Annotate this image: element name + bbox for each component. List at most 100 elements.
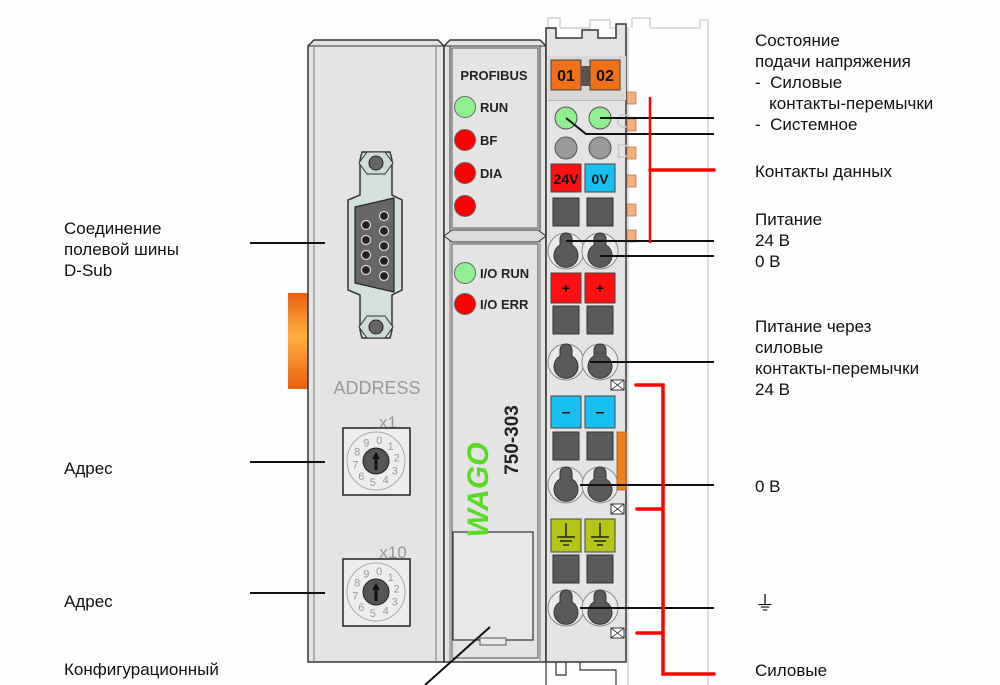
marker-plus-2: + (584, 272, 616, 304)
dial-digit: 9 (363, 568, 369, 580)
led-dia: DIA (454, 162, 503, 184)
dial-digit: 5 (370, 477, 376, 489)
dsub-connector[interactable] (347, 151, 403, 339)
marker-plus-1: + (550, 272, 582, 304)
marker-0v: 0V (584, 163, 616, 193)
data-contact-pad (626, 174, 637, 188)
wago-logo: WAGO (462, 443, 495, 538)
dsub-pin (378, 210, 390, 222)
led-i-o-run: I/O RUN (454, 262, 529, 284)
data-contact-pad (626, 118, 637, 132)
dial-digit: 6 (358, 471, 364, 483)
svg-text:I/O ERR: I/O ERR (480, 297, 529, 312)
svg-text:RUN: RUN (480, 100, 508, 115)
marker-24v: 24V (550, 163, 582, 193)
data-contact-pad (626, 203, 637, 217)
dial-digit: 7 (352, 459, 358, 471)
wire-entry-hole[interactable] (547, 232, 585, 270)
svg-text:BF: BF (480, 133, 497, 148)
wire-entry-hole[interactable] (547, 466, 585, 504)
dial-digit: 0 (376, 435, 382, 447)
svg-text:01: 01 (557, 68, 575, 85)
dsub-pin (378, 270, 390, 282)
dsub-pin (360, 219, 372, 231)
label-config-interface: Конфигурационный (64, 660, 219, 679)
dial-digit: 2 (394, 453, 400, 465)
led-i-o-err: I/O ERR (454, 293, 529, 315)
power-led-b (554, 136, 578, 160)
svg-text:DIA: DIA (480, 166, 503, 181)
label-address-x1: Адрес (64, 459, 113, 478)
dial-digit: 4 (383, 606, 389, 618)
power-led-d (588, 136, 612, 160)
release-slots (552, 197, 614, 584)
label-fieldbus-dsub: Соединение полевой шины D-Sub (64, 219, 179, 280)
dial-digit: 8 (354, 578, 360, 590)
label-data-contacts: Контакты данных (755, 162, 893, 181)
dial-digit: 3 (392, 465, 398, 477)
red-brackets (634, 96, 716, 676)
ground-symbol-icon: ⏚ (755, 593, 775, 615)
svg-text:+: + (562, 280, 570, 296)
svg-text:–: – (596, 404, 605, 421)
dsub-pin (360, 234, 372, 246)
dial-digit: 1 (388, 572, 394, 584)
wire-entry-hole[interactable] (547, 589, 585, 627)
coupler-housing (307, 39, 547, 663)
label-supply: Питание 24 В 0 В (755, 210, 823, 271)
power-jumper-contact (616, 431, 627, 491)
label-power-contacts: Силовые (755, 661, 828, 680)
marker-minus-2: – (584, 395, 616, 429)
terminal-tab-02: 02 (589, 59, 621, 91)
marker-minus-1: – (550, 395, 582, 429)
dsub-pin (378, 225, 390, 237)
dial-digit: 9 (363, 437, 369, 449)
svg-text:I/O RUN: I/O RUN (480, 266, 529, 281)
label-address-x10: Адрес (64, 592, 113, 611)
data-contact-pad (626, 91, 637, 105)
data-contact-pad (626, 146, 637, 160)
label-jumper-supply: Питание через силовые контакты-перемычки… (755, 317, 920, 399)
dial-digit: 2 (394, 584, 400, 596)
dsub-pin (378, 240, 390, 252)
leader-lines (250, 117, 714, 685)
profibus-label: PROFIBUS (460, 68, 528, 83)
dsub-pin (360, 249, 372, 261)
dial-digit: 0 (376, 566, 382, 578)
wire-entry-hole[interactable] (547, 343, 585, 381)
dial-digit: 8 (354, 447, 360, 459)
svg-text:0V: 0V (591, 171, 609, 187)
jumper-contact-box (610, 379, 625, 391)
dial-digit: 7 (352, 590, 358, 602)
dsub-pin (360, 264, 372, 276)
svg-text:02: 02 (596, 68, 614, 85)
dial-digit: 5 (370, 608, 376, 620)
dial-digit: 6 (358, 602, 364, 614)
label-power-status: Состояние подачи напряжения - Силовые ко… (755, 31, 934, 134)
svg-text:+: + (596, 280, 604, 296)
module-model: 750-303 (502, 405, 523, 475)
dial-digit: 4 (383, 475, 389, 487)
jumper-contact-box (610, 627, 625, 639)
locking-lever (288, 293, 308, 389)
address-label: ADDRESS (333, 378, 420, 398)
dial-digit: 1 (388, 441, 394, 453)
svg-text:24V: 24V (554, 171, 580, 187)
led-bf: BF (454, 129, 497, 151)
terminal-tab-01: 01 (550, 59, 582, 91)
label-zero-volt: 0 В (755, 477, 781, 496)
led-unlabeled (454, 195, 476, 217)
jumper-contact-box (610, 503, 625, 515)
multiplier-x10: x10 (379, 543, 406, 562)
marker-ground-1 (550, 518, 582, 553)
led-run: RUN (454, 96, 508, 118)
dial-digit: 3 (392, 596, 398, 608)
svg-text:–: – (562, 404, 571, 421)
config-interface-cover[interactable] (452, 531, 534, 641)
dsub-pin (378, 255, 390, 267)
wire-entry-hole[interactable] (581, 232, 619, 270)
marker-ground-2 (584, 518, 616, 553)
